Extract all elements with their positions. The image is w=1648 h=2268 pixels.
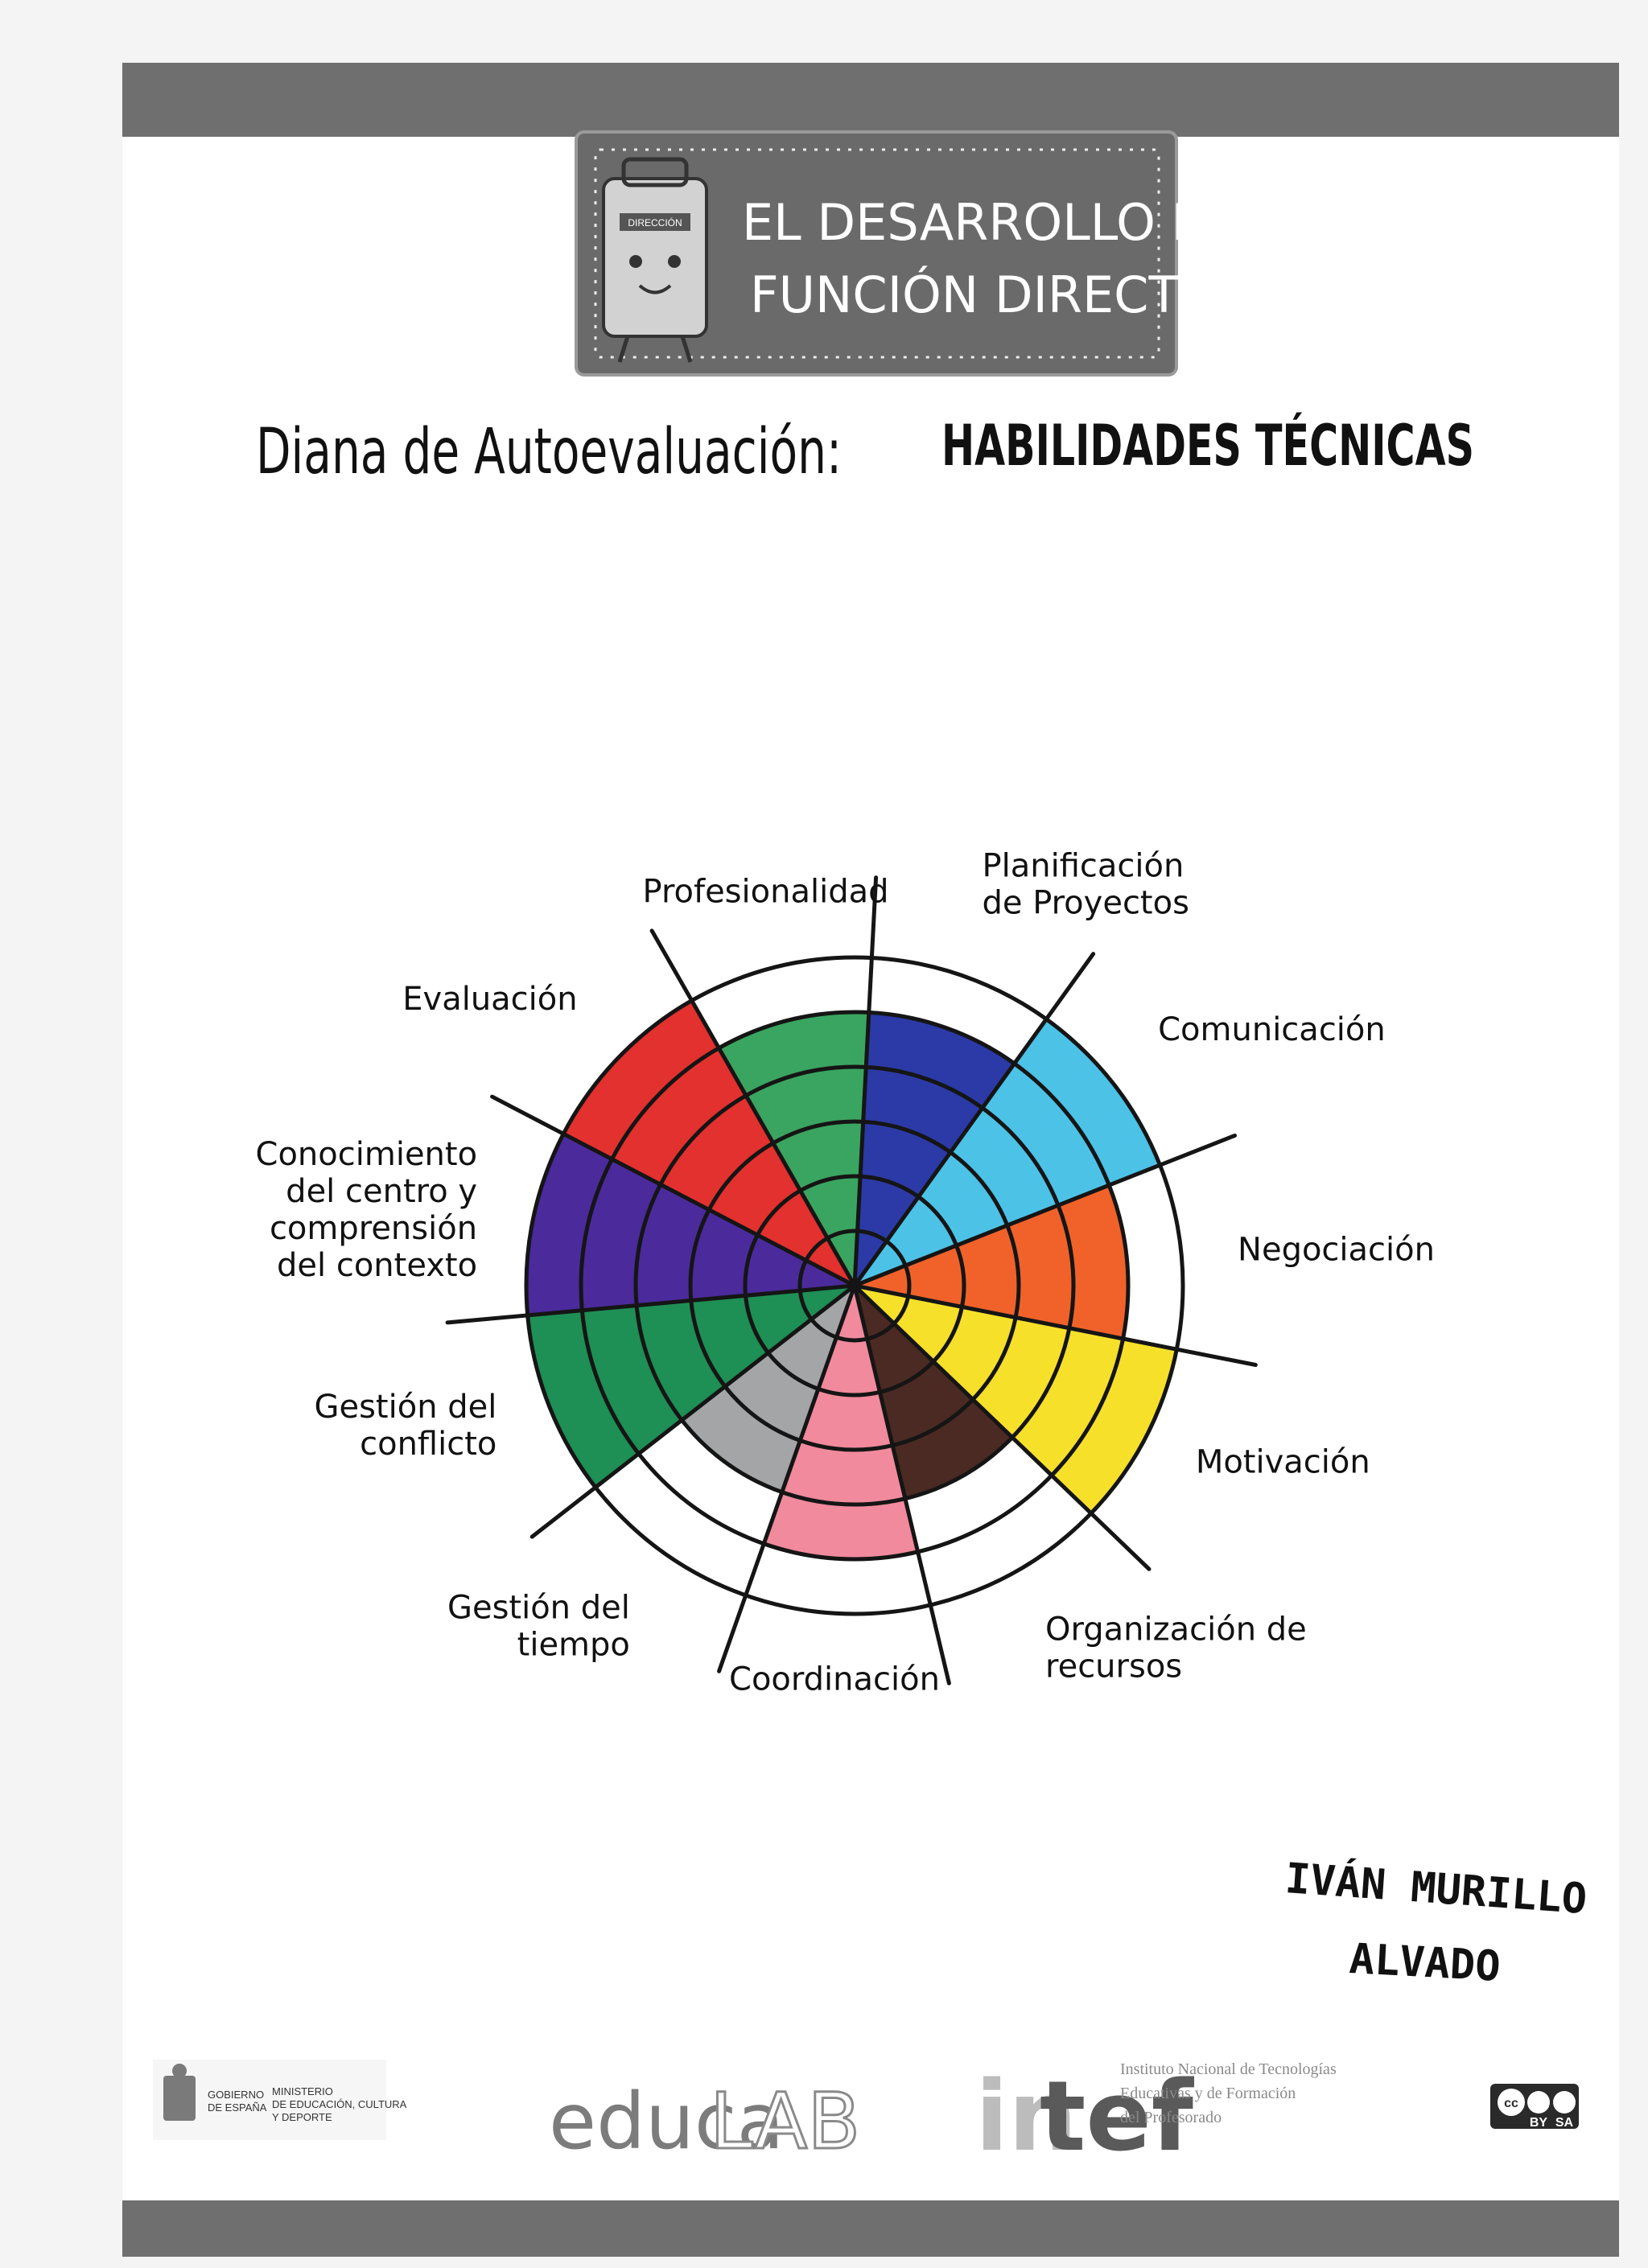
educalab-logo: educa LAB	[549, 2077, 860, 2167]
intef-line1: Instituto Nacional de Tecnologías	[1120, 2060, 1337, 2078]
label-line: Gestión del	[447, 1589, 630, 1626]
sa-icon	[1553, 2091, 1576, 2114]
by-icon	[1527, 2091, 1550, 2114]
label-profesionalidad: Profesionalidad	[643, 873, 889, 910]
intef-line2: Educativas y de Formación	[1120, 2085, 1296, 2102]
gov-line2: DE ESPAÑA	[208, 2101, 267, 2114]
label-coordinacion: Coordinación	[729, 1661, 940, 1698]
label-line: de Proyectos	[982, 885, 1189, 922]
label-line: Comunicación	[1158, 1011, 1386, 1048]
label-line: Organización de	[1045, 1611, 1307, 1648]
label-comunicacion: Comunicación	[1158, 1011, 1386, 1048]
label-line: Negociación	[1238, 1231, 1435, 1268]
briefcase-icon: DIRECCIÓN	[604, 159, 707, 362]
label-line: comprensión	[270, 1210, 477, 1247]
label-evaluacion: Evaluación	[402, 981, 577, 1018]
label-line: Motivación	[1196, 1444, 1370, 1481]
government-logo: GOBIERNO DE ESPAÑA MINISTERIO DE EDUCACI…	[153, 2060, 407, 2140]
heading-right: HABILIDADES TÉCNICAS	[941, 413, 1474, 479]
banner-title-line1: EL DESARROLLO DE LA	[742, 193, 1320, 252]
bottom-band	[122, 2200, 1619, 2257]
author-name-line2: ALVADO	[1348, 1935, 1502, 1991]
label-line: Gestión del	[314, 1389, 496, 1426]
label-line: del centro y	[286, 1173, 477, 1210]
license-by: BY	[1530, 2116, 1548, 2130]
ministry-line2: DE EDUCACIÓN, CULTURA	[272, 2098, 407, 2110]
license-sa: SA	[1555, 2116, 1574, 2130]
label-line: del contexto	[277, 1247, 477, 1284]
top-band	[122, 63, 1619, 137]
ministry-line1: MINISTERIO	[272, 2085, 333, 2097]
label-line: Conocimiento	[256, 1136, 478, 1173]
label-line: Coordinación	[729, 1661, 940, 1698]
label-line: Planificación	[982, 848, 1184, 885]
label-line: tiempo	[517, 1626, 630, 1663]
label-negociacion: Negociación	[1238, 1231, 1435, 1268]
label-line: conflicto	[360, 1426, 496, 1463]
label-motivacion: Motivación	[1196, 1444, 1370, 1481]
heading-left: Diana de Autoevaluación:	[256, 416, 842, 488]
briefcase-icon-label: DIRECCIÓN	[628, 216, 682, 228]
intef-line3: del Profesorado	[1120, 2109, 1222, 2126]
label-line: recursos	[1045, 1648, 1182, 1685]
cc-license-badge: cc BY SA	[1490, 2084, 1579, 2130]
educalab-part2: LAB	[710, 2077, 860, 2167]
cc-label: cc	[1504, 2097, 1518, 2110]
label-line: Evaluación	[402, 981, 577, 1018]
gov-line1: GOBIERNO	[208, 2089, 264, 2101]
banner-title-line2: FUNCIÓN DIRECTIVA	[750, 265, 1259, 324]
label-line: Profesionalidad	[643, 873, 889, 910]
ministry-line3: Y DEPORTE	[272, 2111, 332, 2123]
